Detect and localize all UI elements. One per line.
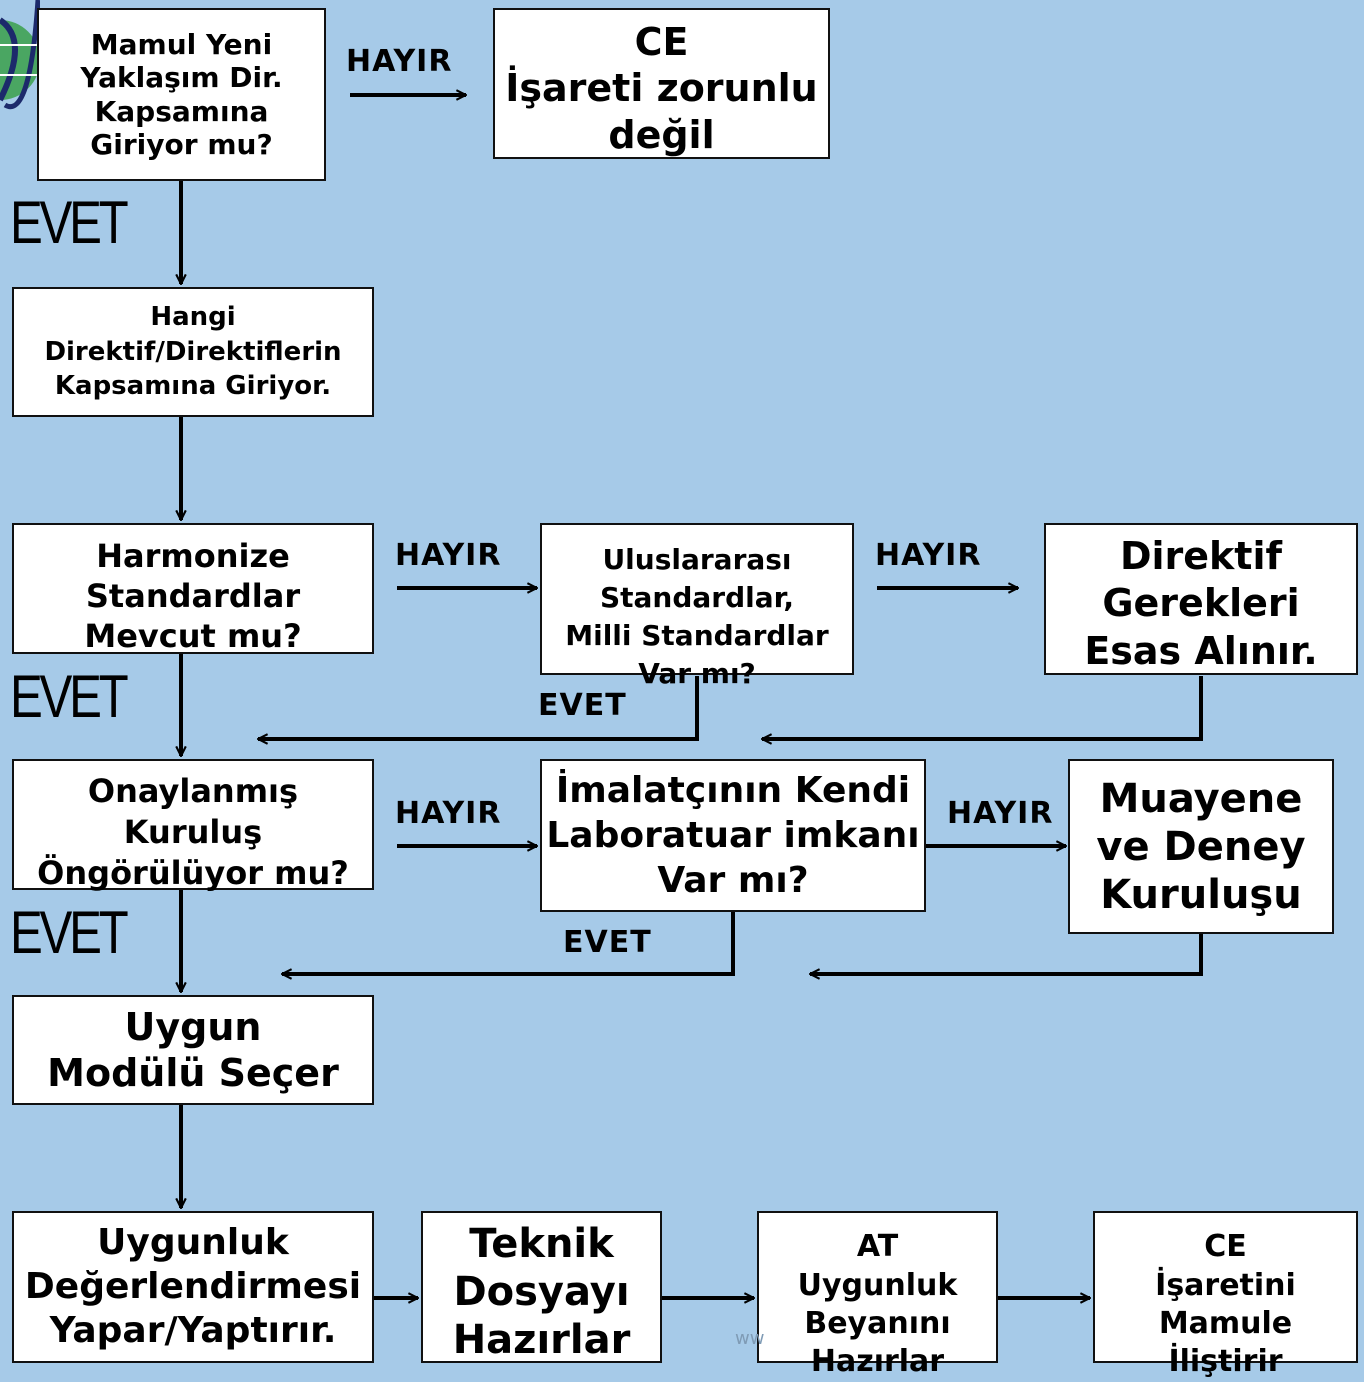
box-at-uygunluk: AT Uygunluk Beyanını Hazırlar	[757, 1211, 998, 1379]
box-harmonize-text: Harmonize Standardlar Mevcut mu?	[84, 536, 302, 655]
box-uluslararasi-text: Uluslararası Standardlar, Milli Standard…	[565, 542, 829, 691]
box-mamul-kapsam: Mamul Yeni Yaklaşım Dir. Kapsamına Giriy…	[37, 8, 326, 181]
box-ce-isaretini: CE İşaretini Mamule İliştirir	[1093, 1211, 1358, 1379]
label-hayir-4: HAYIR	[395, 796, 502, 831]
box-ce-isaretini-text: CE İşaretini Mamule İliştirir	[1155, 1229, 1296, 1380]
box-muayene: Muayene ve Deney Kuruluşu	[1068, 759, 1334, 934]
label-evet-small-2: EVET	[563, 925, 652, 960]
label-evet-big-3: EVET	[10, 899, 129, 966]
box-imalatci-text: İmalatçının Kendi Laboratuar imkanı Var …	[546, 770, 920, 901]
label-hayir-3: HAYIR	[875, 538, 982, 573]
box-muayene-text: Muayene ve Deney Kuruluşu	[1096, 775, 1306, 918]
logo-icon	[0, 0, 40, 110]
box-ce-zorunlu-degil: CE İşareti zorunlu değil	[493, 8, 830, 159]
box-at-uygunluk-text: AT Uygunluk Beyanını Hazırlar	[797, 1229, 958, 1380]
box-uygunluk-degerlendirmesi: Uygunluk Değerlendirmesi Yapar/Yaptırır.	[12, 1211, 374, 1363]
arrow-muayene-return	[810, 934, 1203, 974]
arrow-direktif-return	[762, 676, 1203, 739]
box-imalatci: İmalatçının Kendi Laboratuar imkanı Var …	[540, 759, 926, 912]
box-teknik-dosya-text: Teknik Dosyayı Hazırlar	[452, 1221, 631, 1363]
arrow-uluslararasi-evet	[258, 676, 699, 739]
box-direktif-gerekleri: Direktif Gerekleri Esas Alınır.	[1044, 523, 1358, 675]
watermark-text: ww	[735, 1328, 765, 1349]
box-harmonize: Harmonize Standardlar Mevcut mu?	[12, 523, 374, 655]
arrow-imalatci-evet	[282, 912, 735, 974]
box-onaylanmis: Onaylanmış Kuruluş Öngörülüyor mu?	[12, 759, 374, 892]
label-evet-big-2: EVET	[10, 663, 129, 730]
box-uygunluk-degerlendirmesi-text: Uygunluk Değerlendirmesi Yapar/Yaptırır.	[24, 1222, 362, 1351]
box-mamul-kapsam-text: Mamul Yeni Yaklaşım Dir. Kapsamına Giriy…	[80, 28, 283, 161]
label-evet-small-1: EVET	[538, 688, 627, 723]
box-uygun-modul-text: Uygun Modülü Seçer	[47, 1004, 339, 1095]
box-hangi-direktif-text: Hangi Direktif/Direktiflerin Kapsamına G…	[44, 302, 342, 402]
label-evet-big-1: EVET	[10, 189, 129, 256]
box-ce-zorunlu-degil-text: CE İşareti zorunlu değil	[505, 19, 818, 157]
box-direktif-gerekleri-text: Direktif Gerekleri Esas Alınır.	[1084, 533, 1318, 673]
box-uygun-modul: Uygun Modülü Seçer	[12, 995, 374, 1105]
label-hayir-2: HAYIR	[395, 538, 502, 573]
label-hayir-5: HAYIR	[947, 796, 1054, 831]
box-onaylanmis-text: Onaylanmış Kuruluş Öngörülüyor mu?	[37, 772, 349, 892]
label-hayir-1: HAYIR	[346, 44, 453, 79]
box-teknik-dosya: Teknik Dosyayı Hazırlar	[421, 1211, 662, 1363]
box-uluslararasi: Uluslararası Standardlar, Milli Standard…	[540, 523, 854, 690]
box-hangi-direktif: Hangi Direktif/Direktiflerin Kapsamına G…	[12, 287, 374, 417]
